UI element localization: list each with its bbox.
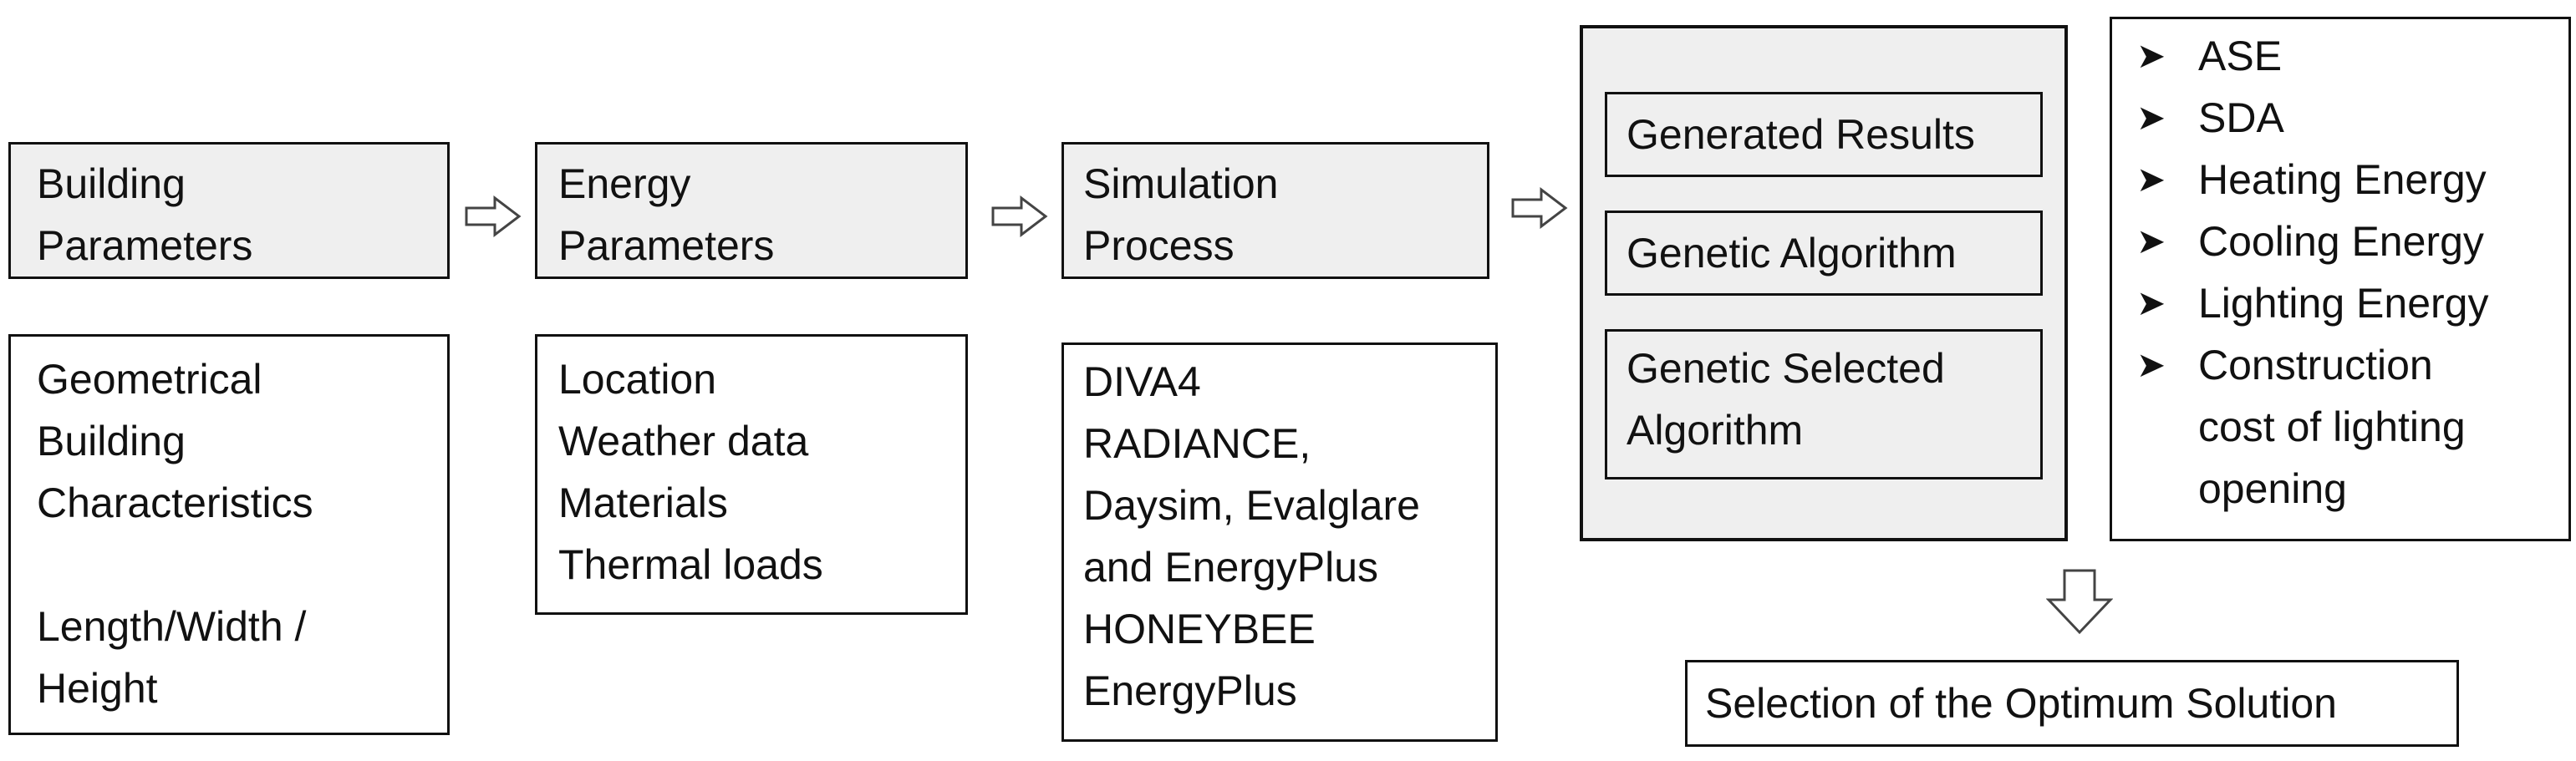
objective-text: Cooling Energy bbox=[2198, 218, 2484, 265]
objective-text: Lighting Energy bbox=[2198, 280, 2489, 327]
objectives-box bbox=[2110, 17, 2571, 541]
building-details-line: Building bbox=[37, 418, 186, 464]
objective-item: ➤ ASE bbox=[2136, 25, 2488, 87]
simulation-process-box bbox=[1061, 142, 1489, 279]
objective-text: cost of lighting bbox=[2198, 403, 2466, 450]
energy-details-text: Location Weather data Materials Thermal … bbox=[558, 348, 823, 596]
simulation-details-line: and EnergyPlus bbox=[1083, 544, 1379, 591]
right-arrow-icon bbox=[991, 195, 1048, 237]
building-parameters-title-line: Building bbox=[37, 160, 186, 207]
down-arrow-icon bbox=[2046, 569, 2113, 635]
building-details-line: Length/Width / bbox=[37, 603, 307, 650]
energy-details-box bbox=[535, 334, 968, 615]
building-details-line: Characteristics bbox=[37, 479, 313, 526]
simulation-details-line: DIVA4 bbox=[1083, 358, 1201, 405]
genetic-algorithm-line: Genetic Algorithm bbox=[1627, 230, 1957, 276]
objective-text: Heating Energy bbox=[2198, 156, 2487, 203]
energy-details-line: Materials bbox=[558, 479, 728, 526]
simulation-details-text: DIVA4 RADIANCE, Daysim, Evalglare and En… bbox=[1083, 351, 1420, 722]
optimum-solution-box bbox=[1685, 660, 2459, 747]
simulation-details-line: Daysim, Evalglare bbox=[1083, 482, 1420, 529]
genetic-algorithm-label: Genetic Algorithm bbox=[1627, 222, 1957, 284]
objective-text: ASE bbox=[2198, 33, 2283, 79]
genetic-algorithm-box bbox=[1605, 211, 2043, 296]
building-parameters-title: Building Parameters bbox=[37, 153, 252, 276]
right-arrow-icon bbox=[465, 195, 522, 237]
building-details-line: Height bbox=[37, 665, 158, 712]
objective-text: SDA bbox=[2198, 94, 2284, 141]
simulation-details-line: EnergyPlus bbox=[1083, 667, 1297, 714]
generated-results-box bbox=[1605, 92, 2043, 177]
objective-item: ➤ Construction cost of lighting opening bbox=[2136, 334, 2488, 520]
objective-item: ➤ Cooling Energy bbox=[2136, 211, 2488, 272]
simulation-process-title-line: Simulation bbox=[1083, 160, 1279, 207]
building-details-line bbox=[37, 534, 313, 596]
energy-details-line: Location bbox=[558, 356, 717, 403]
energy-parameters-title: Energy Parameters bbox=[558, 153, 774, 276]
optimum-solution-label: Selection of the Optimum Solution bbox=[1705, 672, 2337, 734]
genetic-selected-algorithm-line: Algorithm bbox=[1627, 407, 1804, 454]
right-arrow-icon bbox=[1511, 187, 1568, 229]
genetic-selected-algorithm-box bbox=[1605, 329, 2043, 479]
objective-text: Construction bbox=[2198, 342, 2433, 388]
energy-parameters-title-line: Parameters bbox=[558, 222, 775, 269]
arrowhead-bullet-icon: ➤ bbox=[2136, 221, 2166, 261]
arrowhead-bullet-icon: ➤ bbox=[2136, 98, 2166, 137]
simulation-process-title-line: Process bbox=[1083, 222, 1235, 269]
genetic-selected-algorithm-label: Genetic Selected Algorithm bbox=[1627, 337, 1945, 461]
arrowhead-bullet-icon: ➤ bbox=[2136, 283, 2166, 322]
objectives-list: ➤ ASE ➤ SDA ➤ Heating Energy ➤ Cooling Energ… bbox=[2136, 25, 2488, 520]
simulation-details-line: HONEYBEE bbox=[1083, 606, 1316, 652]
building-parameters-title-line: Parameters bbox=[37, 222, 253, 269]
generated-results-line: Generated Results bbox=[1627, 111, 1975, 158]
building-parameters-box bbox=[8, 142, 450, 279]
objective-text: opening bbox=[2198, 465, 2347, 512]
arrowhead-bullet-icon: ➤ bbox=[2136, 345, 2166, 384]
generated-results-label: Generated Results bbox=[1627, 104, 1975, 165]
energy-details-line: Thermal loads bbox=[558, 541, 823, 588]
objective-item: ➤ Lighting Energy bbox=[2136, 272, 2488, 334]
simulation-details-box bbox=[1061, 342, 1498, 742]
simulation-process-title: Simulation Process bbox=[1083, 153, 1278, 276]
arrowhead-bullet-icon: ➤ bbox=[2136, 160, 2166, 199]
simulation-details-line: RADIANCE, bbox=[1083, 420, 1311, 467]
building-details-text: Geometrical Building Characteristics Len… bbox=[37, 348, 313, 719]
optimum-solution-line: Selection of the Optimum Solution bbox=[1705, 680, 2337, 727]
genetic-selected-algorithm-line: Genetic Selected bbox=[1627, 345, 1945, 392]
arrowhead-bullet-icon: ➤ bbox=[2136, 36, 2166, 75]
objective-item: ➤ Heating Energy bbox=[2136, 149, 2488, 211]
building-details-box bbox=[8, 334, 450, 735]
building-details-line: Geometrical bbox=[37, 356, 262, 403]
objective-item: ➤ SDA bbox=[2136, 87, 2488, 149]
energy-parameters-title-line: Energy bbox=[558, 160, 691, 207]
energy-parameters-box bbox=[535, 142, 968, 279]
energy-details-line: Weather data bbox=[558, 418, 809, 464]
